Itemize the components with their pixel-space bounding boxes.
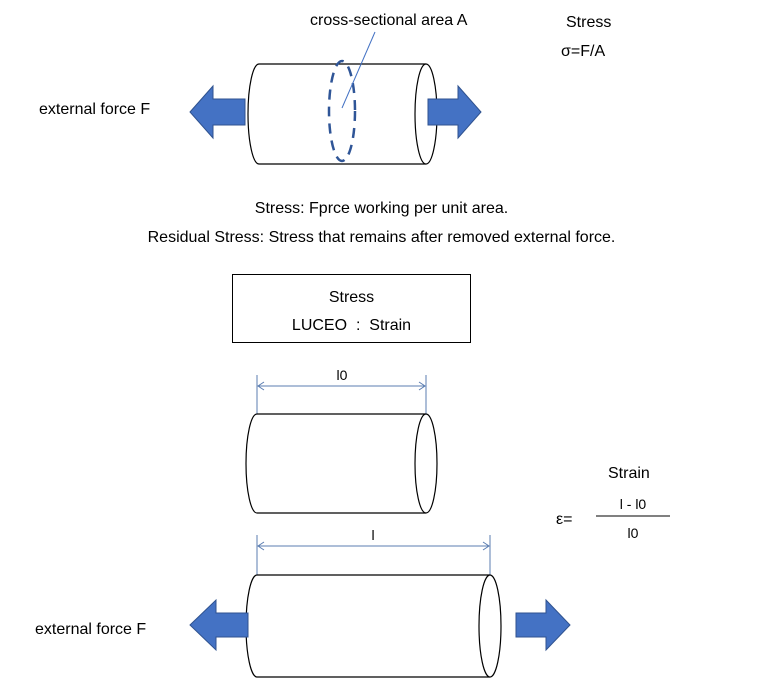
bottom-left-force-arrow bbox=[189, 598, 249, 652]
strain-denominator: l0 bbox=[627, 525, 639, 541]
stress-strain-legend-box: Stress LUCEO : Strain bbox=[232, 274, 471, 343]
original-length-label: l0 bbox=[336, 367, 348, 383]
l0-dimension bbox=[256, 375, 427, 414]
legend-line-strain: LUCEO : Strain bbox=[291, 317, 412, 334]
legend-line-stress: Stress bbox=[328, 289, 375, 306]
stretched-length-label: l bbox=[371, 527, 375, 543]
stress-formula: σ=F/A bbox=[561, 43, 606, 60]
strain-numerator: l - l0 bbox=[619, 496, 647, 512]
top-cylinder bbox=[247, 63, 438, 165]
cross-section-dashed-ellipse bbox=[327, 59, 357, 163]
top-force-label: external force F bbox=[39, 101, 151, 118]
cross-section-leader-line bbox=[341, 31, 376, 109]
strain-title: Strain bbox=[608, 465, 650, 482]
original-cylinder bbox=[245, 413, 438, 514]
cross-section-label: cross-sectional area A bbox=[310, 12, 468, 29]
top-right-force-arrow bbox=[427, 84, 482, 140]
stress-definition: Stress: Fprce working per unit area. bbox=[254, 200, 509, 217]
strain-lhs: ε= bbox=[556, 511, 573, 528]
bottom-force-label: external force F bbox=[35, 621, 147, 638]
residual-stress-definition: Residual Stress: Stress that remains aft… bbox=[147, 229, 616, 246]
stress-title: Stress bbox=[566, 14, 612, 31]
stretched-cylinder bbox=[245, 574, 502, 678]
top-left-force-arrow bbox=[189, 84, 246, 140]
l-dimension bbox=[256, 535, 491, 575]
bottom-right-force-arrow bbox=[515, 598, 571, 652]
